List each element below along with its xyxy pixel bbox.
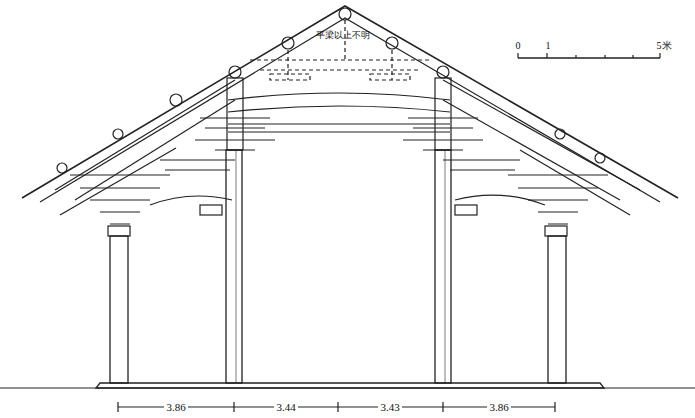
dimension-text: 3.86 — [487, 401, 510, 413]
note-text: 平梁以上不明 — [314, 31, 372, 41]
dimension-text: 3.86 — [164, 401, 187, 413]
scale-unit: 5米 — [655, 40, 674, 51]
scale-mark: 0 — [514, 40, 523, 51]
scale-mark: 1 — [544, 40, 553, 51]
dimension-text: 3.44 — [274, 401, 297, 413]
dimension-text: 3.43 — [378, 401, 401, 413]
